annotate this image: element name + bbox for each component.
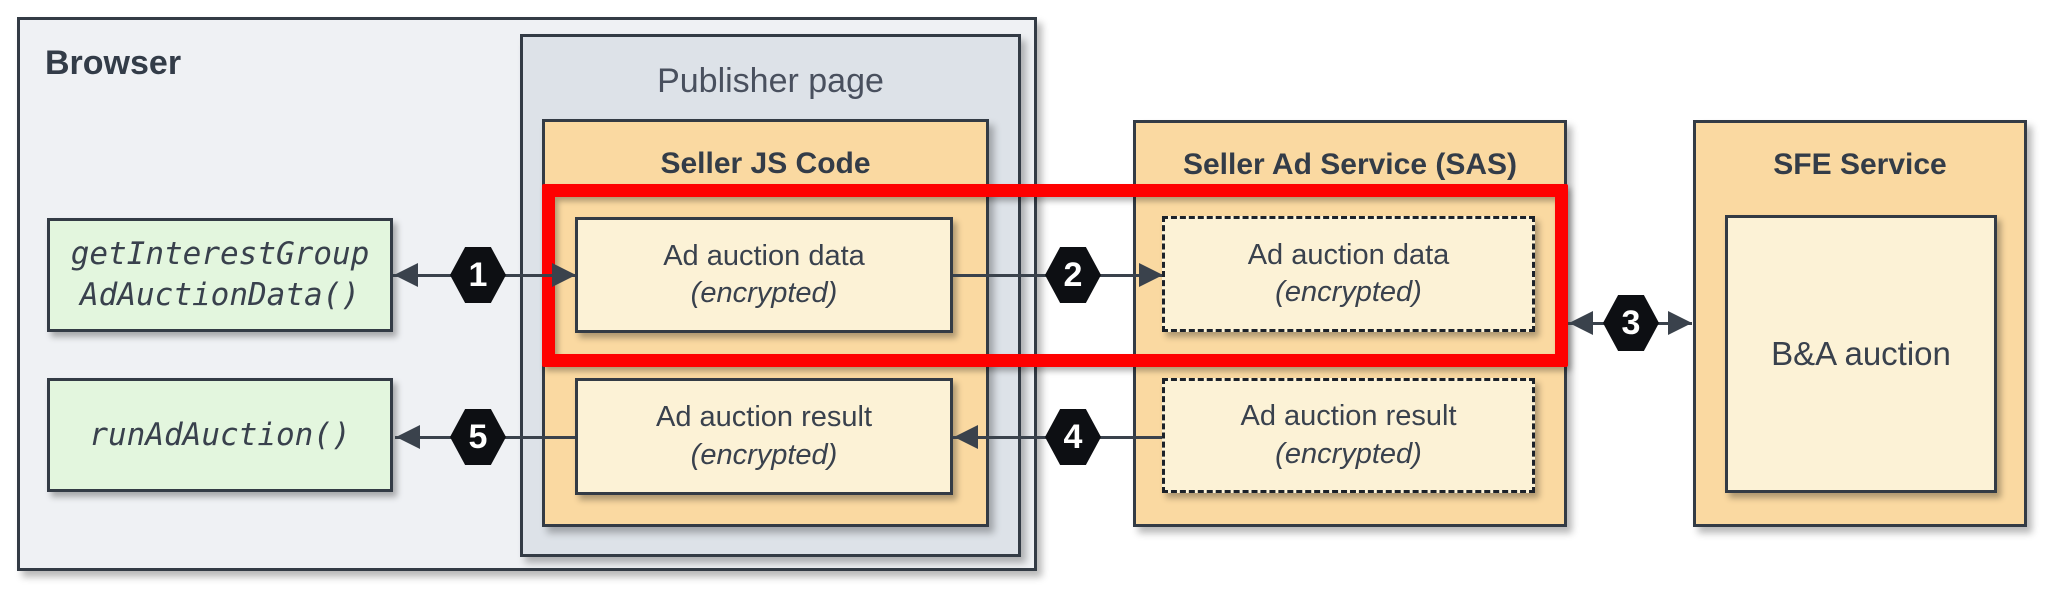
arrowhead-right-2	[1139, 263, 1163, 287]
arrowhead-left-5	[396, 425, 420, 449]
step-badge-4: 4	[1045, 409, 1101, 465]
js-ad-auction-data-line1: Ad auction data	[663, 239, 865, 272]
publisher-page-label: Publisher page	[657, 62, 884, 100]
browser-container: Browser Publisher page Seller JS Code Ad…	[17, 17, 1037, 571]
publisher-page-container: Publisher page Seller JS Code Ad auction…	[520, 34, 1021, 557]
run-ad-auction-label: runAdAuction()	[89, 416, 351, 453]
arrowhead-left-1	[394, 263, 418, 287]
sas-ad-auction-data-line2: (encrypted)	[1275, 276, 1422, 308]
js-ad-auction-data-line2: (encrypted)	[690, 277, 838, 309]
get-interest-group-ad-auction-data-box: getInterestGroup AdAuctionData()	[47, 218, 393, 332]
sfe-service-title: SFE Service	[1773, 148, 1947, 181]
sas-ad-auction-result-line1: Ad auction result	[1240, 400, 1457, 433]
browser-label: Browser	[45, 44, 182, 82]
bna-auction-box: B&A auction	[1725, 215, 1997, 493]
sas-ad-auction-result-line2: (encrypted)	[1275, 437, 1422, 470]
get-interest-group-line1: getInterestGroup	[70, 236, 370, 273]
js-ad-auction-data-box: Ad auction data (encrypted)	[575, 217, 953, 333]
run-ad-auction-box: runAdAuction()	[47, 378, 393, 492]
arrowhead-right-3	[1668, 311, 1692, 335]
get-interest-group-line2: AdAuctionData()	[80, 277, 360, 313]
step-badge-3: 3	[1603, 295, 1659, 351]
arrowhead-left-3	[1569, 311, 1593, 335]
sfe-service-container: SFE Service B&A auction	[1693, 120, 2027, 527]
sas-ad-auction-data-box: Ad auction data (encrypted)	[1162, 216, 1535, 332]
bna-auction-label: B&A auction	[1771, 334, 1951, 372]
arrowhead-right-1	[552, 263, 576, 287]
seller-ad-service-title: Seller Ad Service (SAS)	[1182, 148, 1518, 181]
js-ad-auction-result-line1: Ad auction result	[655, 401, 872, 434]
seller-js-code-title: Seller JS Code	[660, 147, 871, 180]
js-ad-auction-result-box: Ad auction result (encrypted)	[575, 378, 953, 495]
sas-ad-auction-result-box: Ad auction result (encrypted)	[1162, 378, 1535, 493]
js-ad-auction-result-line2: (encrypted)	[690, 438, 838, 471]
sas-ad-auction-data-line1: Ad auction data	[1247, 238, 1450, 271]
arrowhead-left-4	[954, 425, 978, 449]
